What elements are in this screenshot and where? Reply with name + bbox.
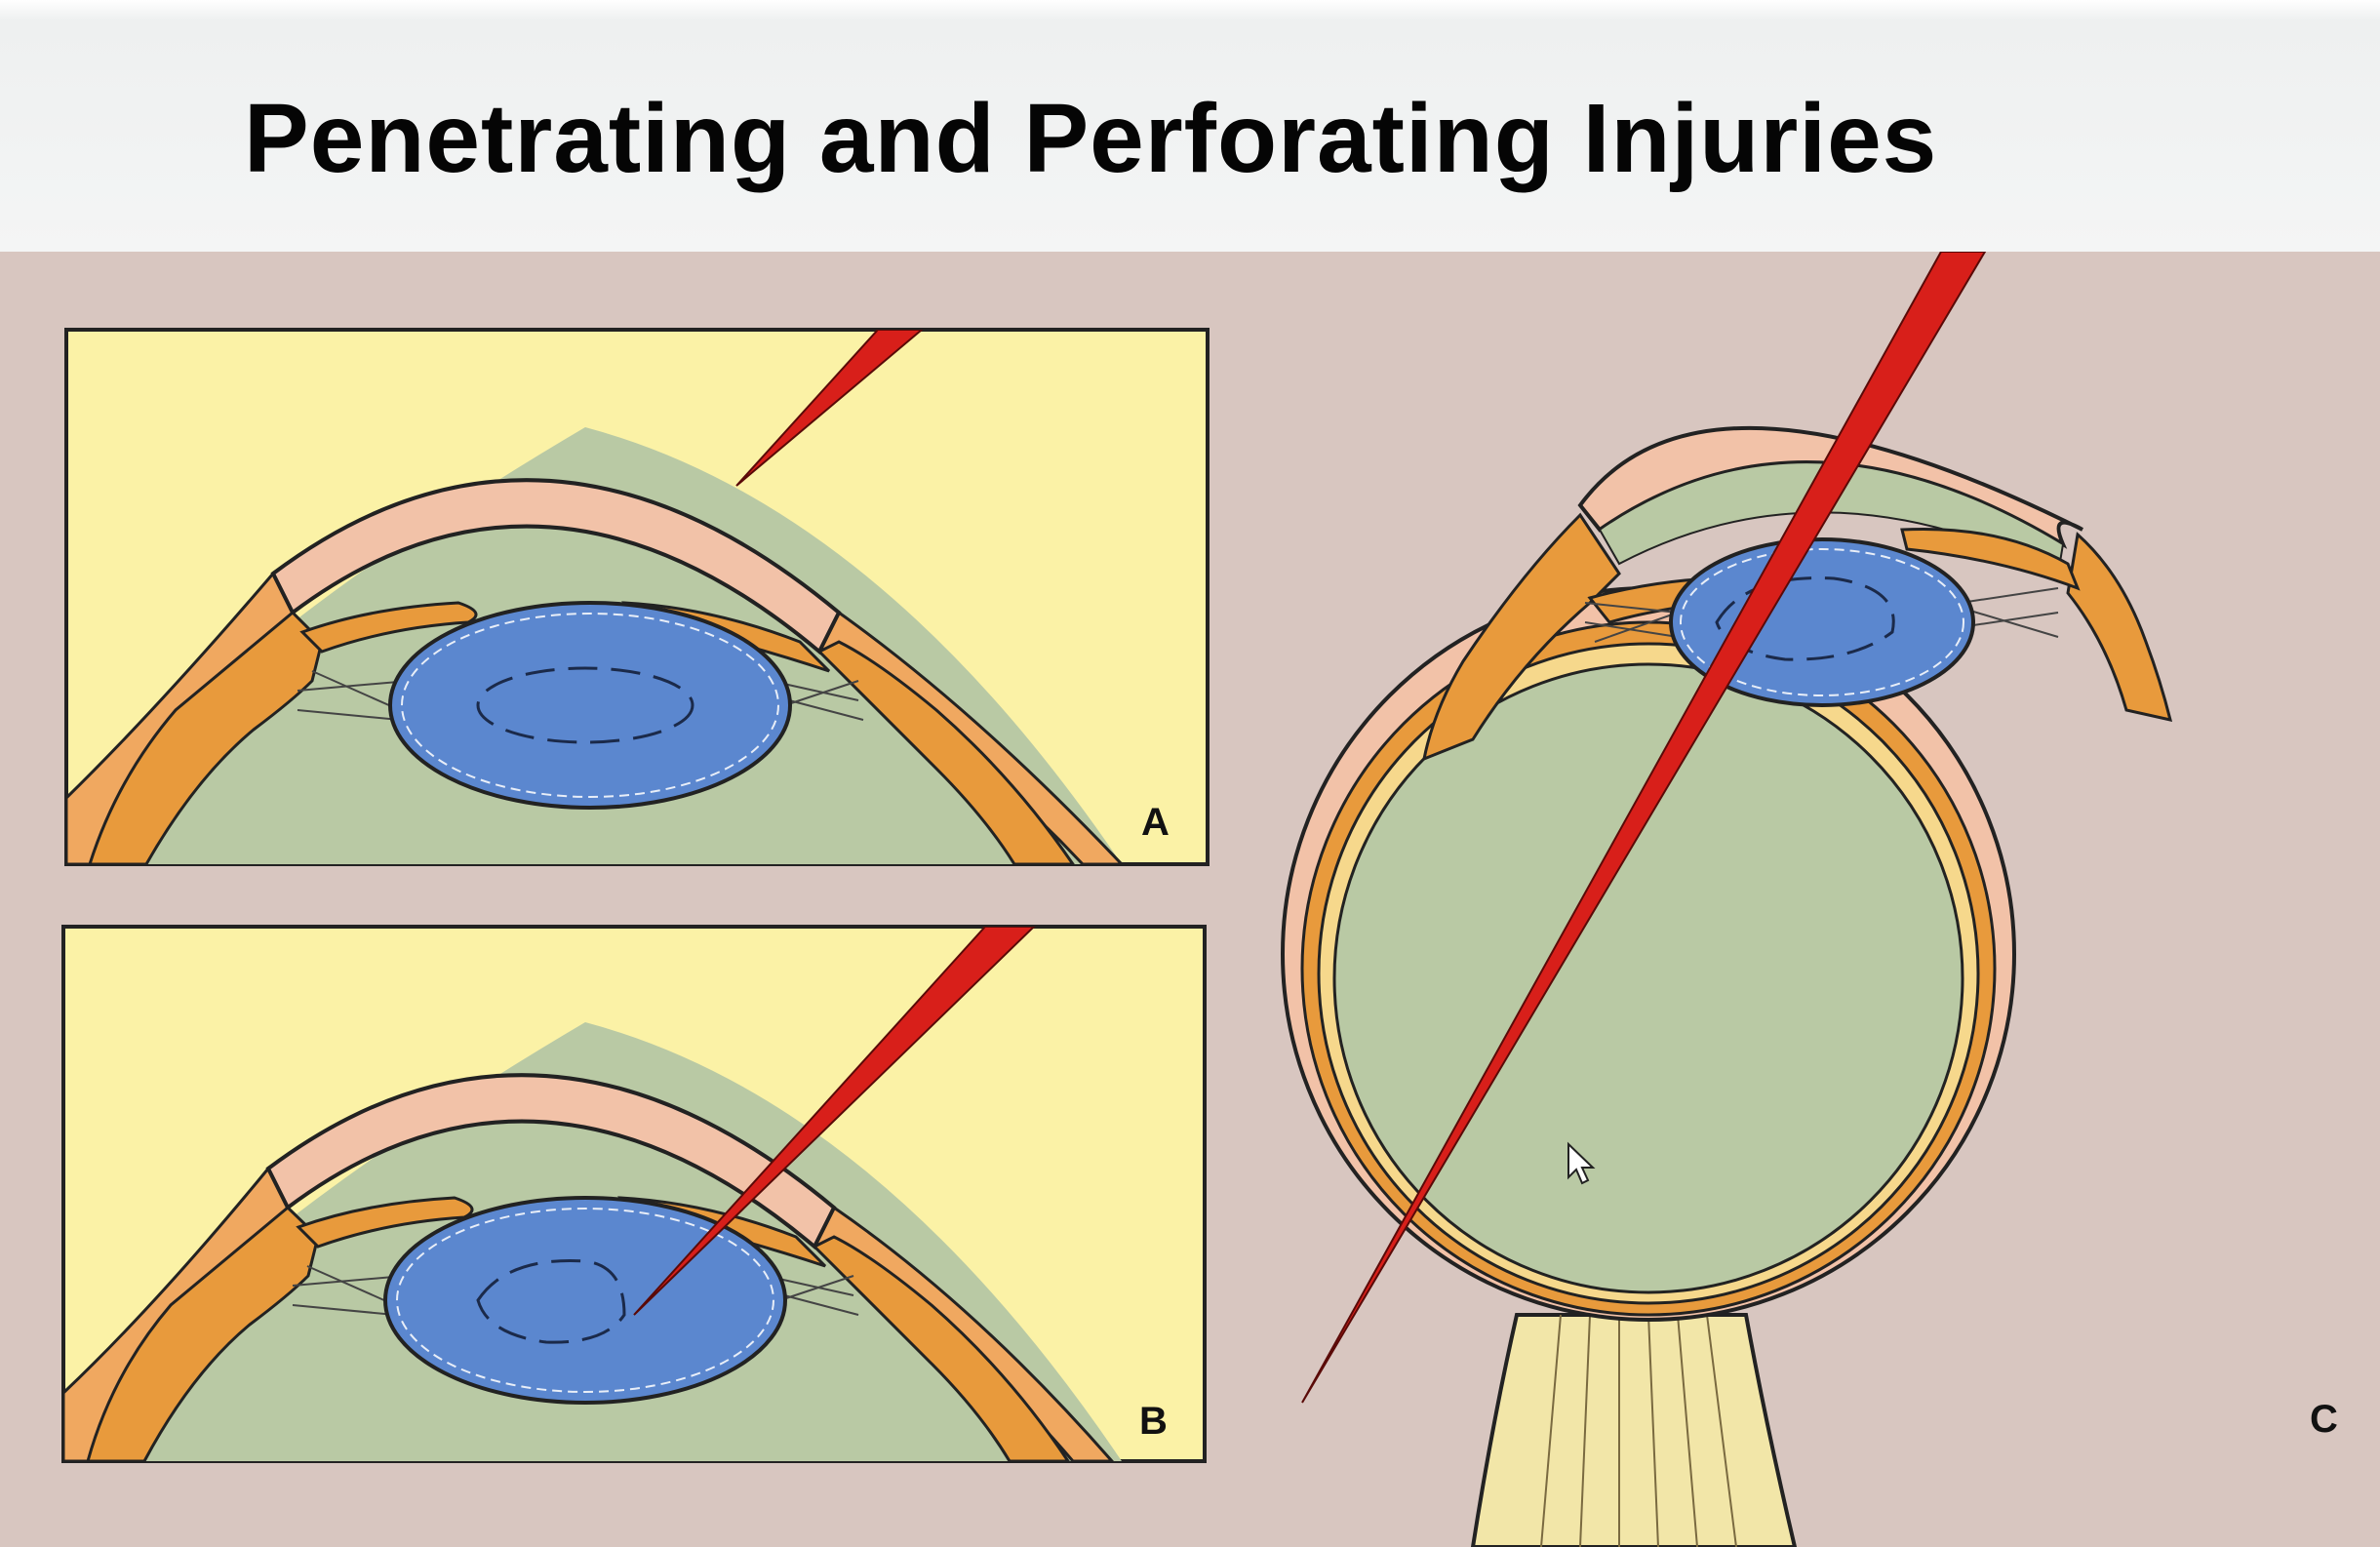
panel-c-label: C — [2310, 1398, 2338, 1441]
panel-b: B — [63, 927, 1205, 1461]
panel-c: C — [1283, 252, 2338, 1547]
panel-b-lens — [385, 1198, 785, 1403]
panel-c-ciliary-right — [2068, 535, 2170, 720]
eye-injury-illustration: A B — [0, 252, 2380, 1547]
slide-title: Penetrating and Perforating Injuries — [244, 90, 1937, 187]
panel-a-lens — [390, 603, 790, 808]
eye-injury-figure: A B — [0, 252, 2380, 1547]
panel-a: A — [66, 330, 1208, 864]
panel-b-label: B — [1139, 1400, 1168, 1443]
slide-header: Penetrating and Perforating Injuries — [0, 0, 2380, 252]
panel-a-label: A — [1141, 801, 1170, 844]
panel-c-optic-nerve — [1473, 1315, 1795, 1547]
